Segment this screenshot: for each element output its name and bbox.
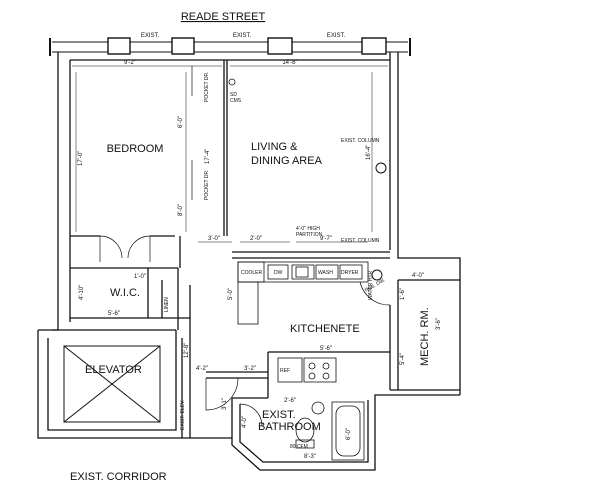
- fixture-ref: REF: [280, 368, 290, 374]
- window-label-3: EXIST.: [327, 33, 346, 39]
- dim-bed-lower: 8'-0": [178, 204, 184, 216]
- dim-living-right: 16'-4": [366, 145, 372, 160]
- dim-mech-h1: 1'-6": [400, 288, 406, 300]
- elevator-shaft: [63, 345, 161, 423]
- living-label-2: DINING AREA: [251, 155, 323, 167]
- note-exist-column: EXIST. COLUMN: [341, 138, 380, 144]
- fixture-dryer: DRYER: [341, 270, 359, 276]
- dim-bed-upper: 6'-0": [178, 116, 184, 128]
- fixture-wash: WASH: [318, 270, 333, 276]
- dim-bath-2: 4'-0": [242, 416, 248, 428]
- note-sd: SD: [230, 92, 237, 98]
- dim-living-width: 14'-8": [282, 60, 297, 66]
- smoke-detector-icon: [228, 78, 236, 86]
- note-exist-column-2: EXIST. COLUMN: [341, 238, 380, 244]
- dim-wall-w: 2'-0": [250, 236, 262, 242]
- dim-bath-3: 8'-3": [304, 454, 316, 460]
- dimension-lines: [72, 65, 388, 243]
- dim-hall-w: 4'-2": [196, 366, 208, 372]
- dim-door-w: 3'-0": [208, 236, 220, 242]
- exist-column-marker-2: [371, 269, 383, 281]
- dim-bath-1: 3'-1": [222, 398, 228, 410]
- window-label-1: EXIST.: [141, 33, 160, 39]
- door-swings: [99, 66, 391, 427]
- kitchen-counter: [237, 261, 369, 383]
- note-partition-1: 4'-0" HIGH: [296, 226, 320, 232]
- dim-bath-door: 3'-2": [244, 366, 256, 372]
- bedroom-label: BEDROOM: [107, 143, 164, 155]
- dim-mech-h3: 5'-4": [400, 353, 406, 365]
- note-cfm: 80 CFM: [290, 444, 308, 450]
- fixture-dw: DW: [274, 270, 283, 276]
- dim-closet-w: 1'-0": [134, 274, 146, 280]
- note-cms: CMS: [230, 98, 242, 104]
- note-elev: EXIST. ELEV.: [180, 400, 186, 430]
- walls: [37, 52, 461, 471]
- fixture-cooler: COOLER: [241, 270, 263, 276]
- fixture-water-heater: WATER HTR: [368, 270, 374, 300]
- mech-room-label: MECH. RM.: [419, 307, 431, 366]
- exist-column-marker: [375, 162, 387, 174]
- dim-bed-width: 9'-2": [124, 60, 136, 66]
- kitchenette-label: KITCHENETE: [290, 323, 360, 335]
- dim-hall-len: 12'-8": [184, 343, 190, 358]
- wic-label: W.I.C.: [110, 287, 140, 299]
- dim-kitchen-run: 9'-7": [320, 236, 332, 242]
- dim-wic-height: 4'-10": [79, 285, 85, 300]
- dim-bed-length: 17'-0": [78, 151, 84, 166]
- living-label-1: LIVING &: [251, 141, 298, 153]
- note-linen: LINEN: [164, 297, 170, 312]
- note-partition-2: PARTITION: [296, 232, 323, 238]
- dim-mech-h2: 3'-6": [436, 318, 442, 330]
- dim-bath-5: 2'-6": [284, 398, 296, 404]
- elevator-label: ELEVATOR: [85, 364, 142, 376]
- dim-mech-w: 4'-0": [412, 273, 424, 279]
- dim-wic-width: 5'-6": [108, 311, 120, 317]
- bathroom-label-2: BATHROOM: [258, 421, 321, 433]
- dim-counter: 5'-6": [320, 346, 332, 352]
- dim-living-length: 17'-4": [205, 149, 211, 164]
- corridor-label: EXIST. CORRIDOR: [70, 471, 167, 483]
- window-label-2: EXIST.: [233, 33, 252, 39]
- bathroom-label-1: EXIST.: [262, 409, 296, 421]
- dim-bath-4: 6'-0": [346, 428, 352, 440]
- facade-wall: [49, 37, 411, 56]
- bath-fixtures: [295, 401, 365, 461]
- note-pocket-1: POCKET DR.: [204, 72, 210, 102]
- dim-kitchen-depth: 5'-0": [228, 288, 234, 300]
- street-name: READE STREET: [181, 11, 266, 23]
- note-pocket-2: POCKET DR.: [204, 170, 210, 200]
